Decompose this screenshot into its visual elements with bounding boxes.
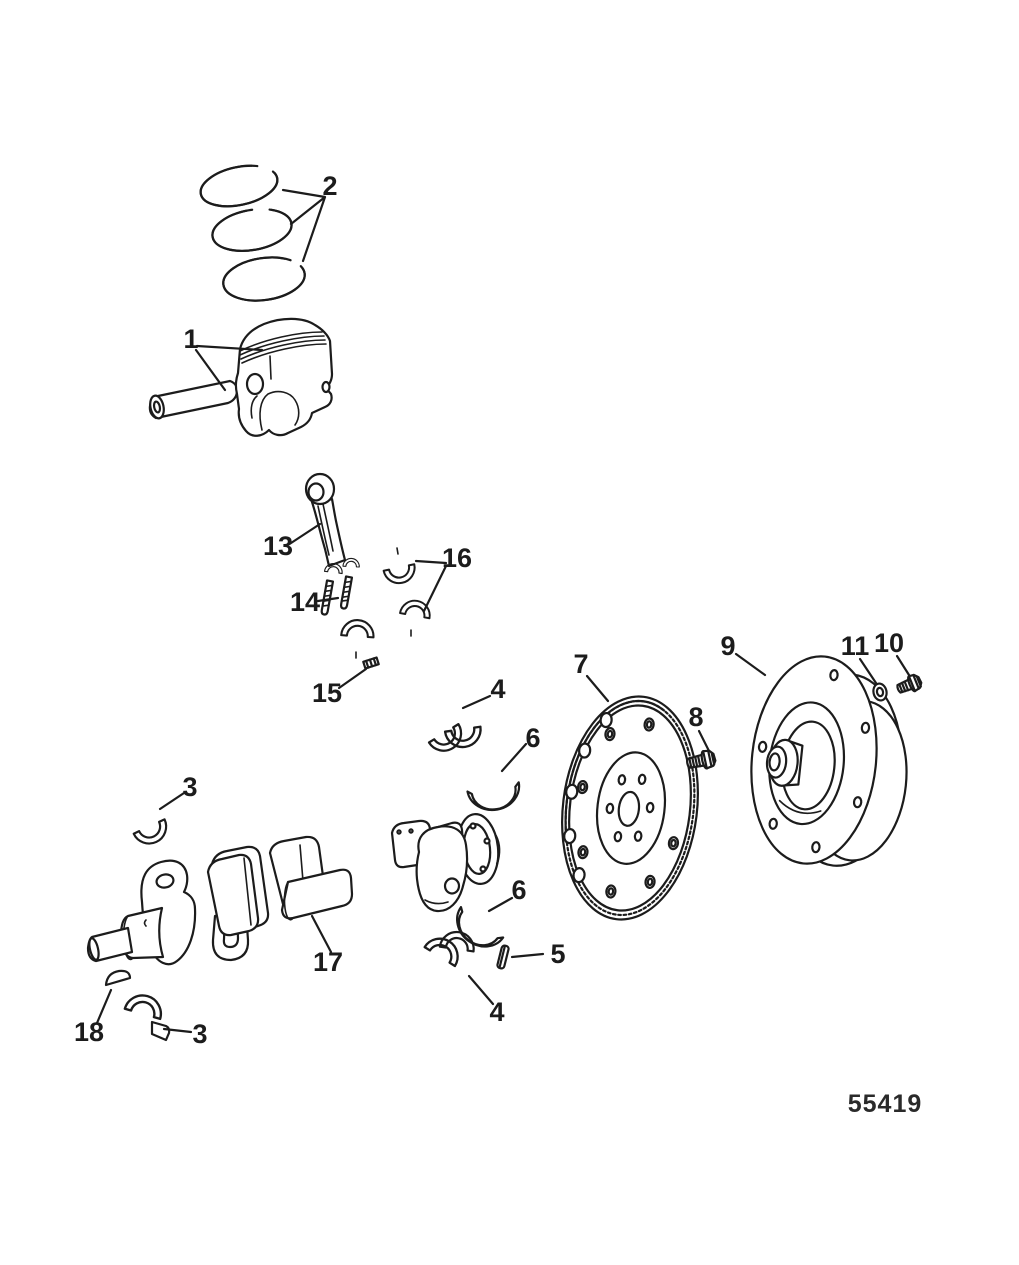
- rod-bolts: [320, 575, 354, 616]
- callout-main-bearing-front: 3: [182, 772, 197, 802]
- callout-piston: 1: [183, 324, 198, 354]
- leader-line: [281, 188, 327, 263]
- callout-piston-rings: 2: [322, 171, 337, 201]
- leader-line: [461, 694, 492, 710]
- leader-line: [162, 1027, 193, 1034]
- callout-rod-bolts: 14: [290, 587, 320, 617]
- thrust-washer-upper: [466, 781, 524, 815]
- leader-line: [487, 896, 514, 913]
- coupler-bolt: [896, 673, 923, 694]
- leader-line: [500, 742, 528, 773]
- leader-line: [194, 344, 264, 392]
- callout-coupler-bolt: 10: [874, 628, 904, 658]
- leader-line: [414, 559, 448, 613]
- drawing-number: 55419: [848, 1090, 923, 1118]
- leader-line: [734, 652, 767, 677]
- leader-line: [858, 657, 878, 685]
- washer: [872, 682, 888, 702]
- leader-line: [316, 596, 340, 603]
- callout-main-bearing-lower: 4: [489, 997, 504, 1027]
- callout-connecting-rod: 13: [263, 531, 293, 561]
- main-bearing-lower-left: [123, 989, 171, 1042]
- leader-line: [286, 522, 322, 547]
- leader-line: [895, 654, 911, 677]
- rod-bearing-upper: [382, 547, 419, 588]
- callout-thrust-washer-lower: 6: [511, 875, 526, 905]
- callout-dowel-pin: 15: [312, 678, 342, 708]
- main-bearing-lower: [423, 928, 477, 968]
- crankshaft-key: [496, 944, 510, 970]
- leader-lines: [95, 188, 911, 1034]
- flywheel-bolt: [686, 749, 717, 770]
- leader-line: [697, 729, 711, 753]
- dowel-pin: [362, 656, 380, 670]
- callout-crankshaft: 17: [313, 947, 343, 977]
- woodruff-key: [104, 969, 132, 987]
- main-bearing-front: [132, 818, 173, 851]
- leader-line: [158, 791, 186, 811]
- callout-flywheel-bolt: 8: [688, 702, 703, 732]
- crankshaft: [86, 813, 501, 966]
- leader-line: [95, 988, 113, 1025]
- leader-line: [510, 952, 545, 959]
- flywheel: [561, 695, 699, 921]
- rod-cap-bearing: [340, 617, 376, 659]
- leader-line: [585, 674, 610, 703]
- leader-line: [310, 914, 333, 954]
- callout-thrust-washer-upper: 6: [525, 723, 540, 753]
- leader-line: [467, 974, 495, 1006]
- main-bearing-upper: [427, 723, 485, 759]
- callout-rod-bearings: 16: [442, 543, 472, 573]
- piston: [234, 317, 334, 437]
- connecting-rod: [304, 472, 361, 616]
- callout-crankshaft-key: 5: [550, 939, 565, 969]
- callout-woodruff-key: 18: [74, 1017, 104, 1047]
- rod-bearing-lower: [399, 597, 434, 637]
- callout-main-bearing-lower-left: 3: [192, 1019, 207, 1049]
- callout-drive-coupler: 9: [720, 631, 735, 661]
- callout-flywheel: 7: [573, 649, 588, 679]
- callout-washer: 11: [841, 631, 870, 661]
- drive-coupler: [750, 655, 908, 867]
- piston-rings: [199, 164, 306, 302]
- callout-main-bearing-upper: 4: [490, 674, 505, 704]
- leader-line: [337, 667, 368, 690]
